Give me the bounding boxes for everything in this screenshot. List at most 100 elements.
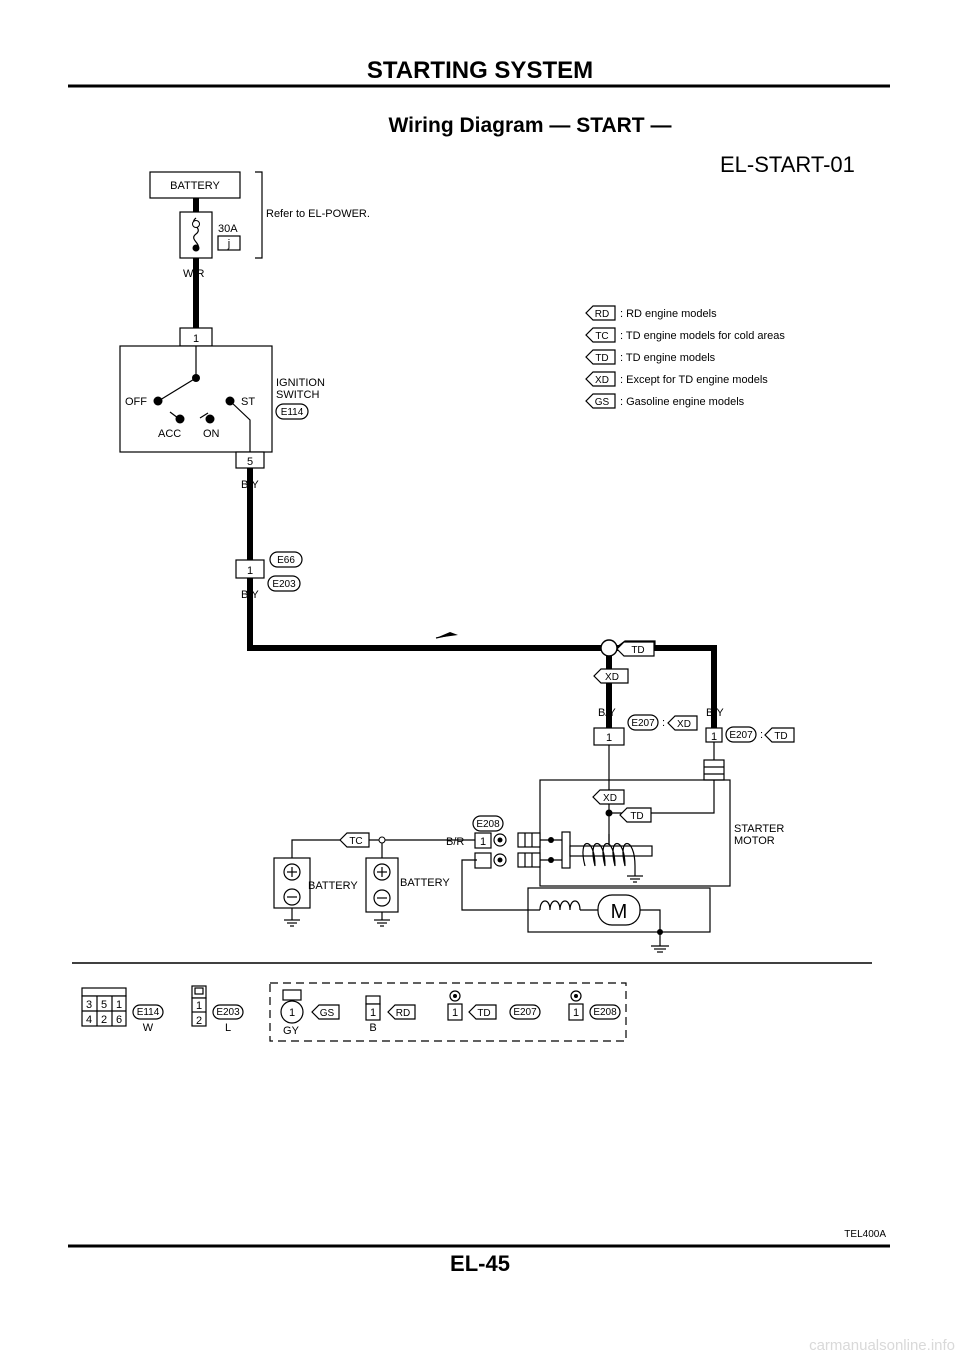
e208-view-id: E208 xyxy=(593,1007,617,1018)
fuse-rating: 30A xyxy=(218,223,238,235)
legend-text: : RD engine models xyxy=(620,308,717,320)
gs-tag: GS xyxy=(320,1008,335,1019)
e207-td-pin: 1 xyxy=(711,731,717,743)
connector-view-gs: 1 GS GY xyxy=(280,989,340,1037)
e207-xd-id: E207 xyxy=(631,718,655,729)
figure-ref: TEL400A xyxy=(844,1229,886,1240)
br-splice xyxy=(378,836,386,844)
legend-tag-shape xyxy=(585,393,616,409)
joint-connector xyxy=(235,559,265,579)
e207-xd-badge xyxy=(627,714,659,731)
junction-circle xyxy=(600,639,618,657)
ignition-acc-link xyxy=(169,411,179,419)
e114-pin-4: 4 xyxy=(86,1014,92,1026)
ignition-connector-badge xyxy=(275,403,309,420)
battery-2-icon xyxy=(365,843,399,927)
legend-item-td: TD: TD engine models xyxy=(585,349,716,365)
ground-motor-icon xyxy=(651,932,669,953)
ignition-title-1: IGNITION xyxy=(276,377,325,389)
option-connector-frame xyxy=(269,982,627,1042)
e208-connector xyxy=(474,832,492,849)
legend-item-xd: XD : Except for TD engine models xyxy=(585,371,768,387)
tag-td-junction: TD xyxy=(616,640,656,657)
e114-pin-5: 5 xyxy=(101,999,107,1011)
e207-td-badge xyxy=(725,726,757,743)
legend-tag: RD xyxy=(595,309,609,320)
gs-pin: 1 xyxy=(289,1007,295,1019)
ground-solenoid-icon xyxy=(627,875,643,883)
e203-view-id: E203 xyxy=(216,1007,240,1018)
tag-e207-td-text: TD xyxy=(774,731,787,742)
legend-text: : Gasoline engine models xyxy=(620,396,745,408)
wire-label-by-2: B/Y xyxy=(241,589,259,601)
e208-label: E208 xyxy=(476,819,500,830)
e66-badge xyxy=(269,551,303,568)
td-pin: 1 xyxy=(452,1007,458,1019)
refer-bracket xyxy=(255,171,263,259)
rd-color: B xyxy=(369,1022,376,1034)
starter-title-2: MOTOR xyxy=(734,835,775,847)
e207-td-id: E207 xyxy=(729,730,753,741)
wire-label-by-1: B/Y xyxy=(241,479,259,491)
fuse-id-box xyxy=(217,235,241,251)
ignition-title-2: SWITCH xyxy=(276,389,319,401)
battery-1-icon xyxy=(273,857,311,927)
legend-item-rd: RD : RD engine models xyxy=(585,305,717,321)
legend-tag: XD xyxy=(595,375,609,386)
e114-view-id: E114 xyxy=(137,1007,160,1018)
legend-item-tc: TC: TD engine models for cold areas xyxy=(585,327,785,343)
ignition-pin5-box xyxy=(235,451,265,469)
e208-terminal-core-2 xyxy=(497,857,503,863)
field-coil-icon xyxy=(539,900,581,911)
e208-connector-2 xyxy=(474,852,492,869)
e208-pin: 1 xyxy=(480,836,486,848)
wire-label-br: B/R xyxy=(446,836,464,848)
tag-tc-battery: TC xyxy=(339,832,370,848)
tag-td-inside-text: TD xyxy=(630,811,643,822)
fuse-terminal-bottom xyxy=(192,244,200,252)
ignition-off-contact xyxy=(153,396,163,406)
ignition-pin1: 1 xyxy=(193,333,199,345)
battery-top xyxy=(149,171,241,199)
ignition-on-link xyxy=(199,412,209,419)
motor-box xyxy=(527,887,711,933)
tag-xd-inside: XD xyxy=(592,789,625,805)
joint-pin: 1 xyxy=(247,565,253,577)
battery-2-label: BATTERY xyxy=(400,877,450,889)
legend-tag-shape xyxy=(585,327,616,343)
flow-arrow-shaft xyxy=(435,634,451,639)
rd-pin: 1 xyxy=(370,1007,376,1019)
ignition-blade xyxy=(159,377,197,401)
label-on: ON xyxy=(203,428,220,440)
wire-label-by-3: B/Y xyxy=(598,707,616,719)
tag-tc-battery-text: TC xyxy=(349,836,362,847)
battery-top-label: BATTERY xyxy=(170,180,220,192)
colon-xd: : xyxy=(662,717,665,729)
e208-badge xyxy=(472,815,504,832)
e208-terminal-core xyxy=(497,837,503,843)
ignition-acc-contact xyxy=(175,414,185,424)
fuse-id: j xyxy=(227,238,230,250)
solenoid-coil-icon xyxy=(582,843,636,867)
battery-1-label: BATTERY xyxy=(308,880,358,892)
legend-item-gs: GS: Gasoline engine models xyxy=(585,393,745,409)
tag-td-inside: TD xyxy=(619,807,652,823)
legend-tag-shape xyxy=(585,349,616,365)
label-off: OFF xyxy=(125,396,147,408)
ignition-on-contact xyxy=(205,414,215,424)
legend-text: : Except for TD engine models xyxy=(620,374,768,386)
section-title: STARTING SYSTEM xyxy=(367,57,593,84)
tag-xd-junction: XD xyxy=(593,668,629,684)
td-view-id: E207 xyxy=(513,1007,537,1018)
legend-tag-shape xyxy=(585,371,616,387)
wire-label-by-4: B/Y xyxy=(706,707,724,719)
legend-tag-shape xyxy=(585,305,616,321)
watermark: carmanualsonline.info xyxy=(809,1337,955,1354)
ignition-connector-id: E114 xyxy=(281,407,304,418)
e114-pin-3: 3 xyxy=(86,999,92,1011)
e203-pin-1: 1 xyxy=(196,1000,202,1012)
e114-pin-1: 1 xyxy=(116,999,122,1011)
solenoid-dot-1 xyxy=(548,837,554,843)
connector-view-e208: 1 E208 xyxy=(568,990,621,1021)
